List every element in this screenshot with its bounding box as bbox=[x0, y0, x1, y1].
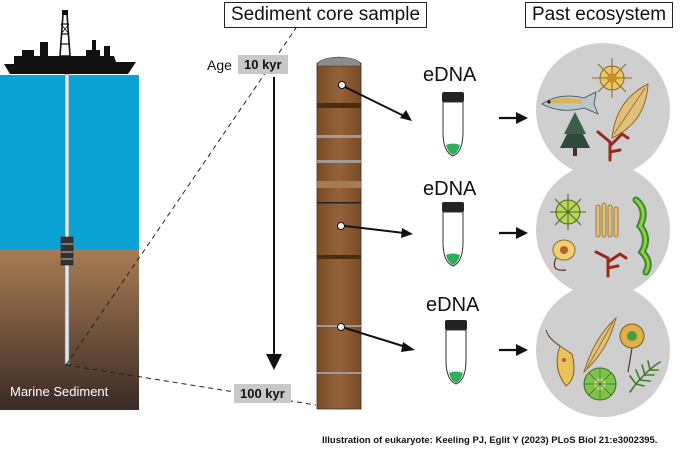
red-algae-icon-2 bbox=[594, 250, 628, 278]
sample-point-1 bbox=[338, 81, 346, 89]
age-arrow-head bbox=[266, 354, 282, 370]
sample-point-3 bbox=[337, 323, 345, 331]
euglenoid-icon bbox=[545, 329, 575, 387]
edna-label-3: eDNA bbox=[426, 294, 480, 316]
sediment-core bbox=[316, 56, 362, 410]
fish-icon bbox=[541, 91, 599, 115]
drill-pipe bbox=[64, 73, 70, 365]
sediment-layer bbox=[0, 250, 139, 410]
age-label: Age bbox=[207, 57, 232, 73]
ecosystem-circle-3 bbox=[536, 283, 670, 417]
sediment-core-title: Sediment core sample bbox=[224, 2, 428, 28]
edna-tube-1 bbox=[442, 92, 464, 157]
drill-collar bbox=[60, 236, 74, 266]
past-ecosystem-title: Past ecosystem bbox=[525, 2, 674, 28]
drill-ship-icon bbox=[4, 10, 136, 74]
edna-tube-2 bbox=[442, 202, 464, 267]
age-top-tag: 10 kyr bbox=[238, 55, 288, 74]
diatom-icon-2 bbox=[583, 316, 617, 374]
chlorophyte-icon bbox=[619, 323, 645, 373]
marine-sediment-label: Marine Sediment bbox=[10, 384, 109, 399]
sample-point-2 bbox=[337, 222, 345, 230]
ecosystem-circle-1 bbox=[536, 43, 670, 177]
diatom-icon bbox=[611, 83, 649, 139]
core-cap bbox=[316, 56, 362, 67]
edna-label-2: eDNA bbox=[423, 178, 477, 200]
sample-arrows bbox=[337, 81, 415, 352]
illustration-credit: Illustration of eukaryote: Keeling PJ, E… bbox=[322, 435, 658, 446]
radiolarian-green-icon bbox=[550, 194, 586, 230]
fern-icon bbox=[629, 360, 661, 393]
projection-line-top bbox=[65, 21, 301, 366]
age-bottom-tag: 100 kyr bbox=[234, 384, 291, 403]
radiolarian-icon bbox=[592, 58, 632, 98]
red-algae-icon bbox=[596, 130, 630, 162]
ecosystem-circle-2 bbox=[536, 163, 670, 297]
kelp-icon bbox=[632, 196, 652, 276]
coccolith-icon bbox=[583, 367, 617, 401]
conifer-icon bbox=[560, 112, 590, 156]
edna-label-1: eDNA bbox=[423, 64, 477, 86]
dinoflagellate-icon bbox=[552, 239, 576, 271]
ocean-section bbox=[0, 73, 139, 410]
diatom-cluster-icon bbox=[595, 202, 619, 238]
ocean-water bbox=[0, 75, 139, 250]
edna-tube-3 bbox=[445, 320, 467, 385]
ecosystem-arrows bbox=[499, 112, 528, 356]
